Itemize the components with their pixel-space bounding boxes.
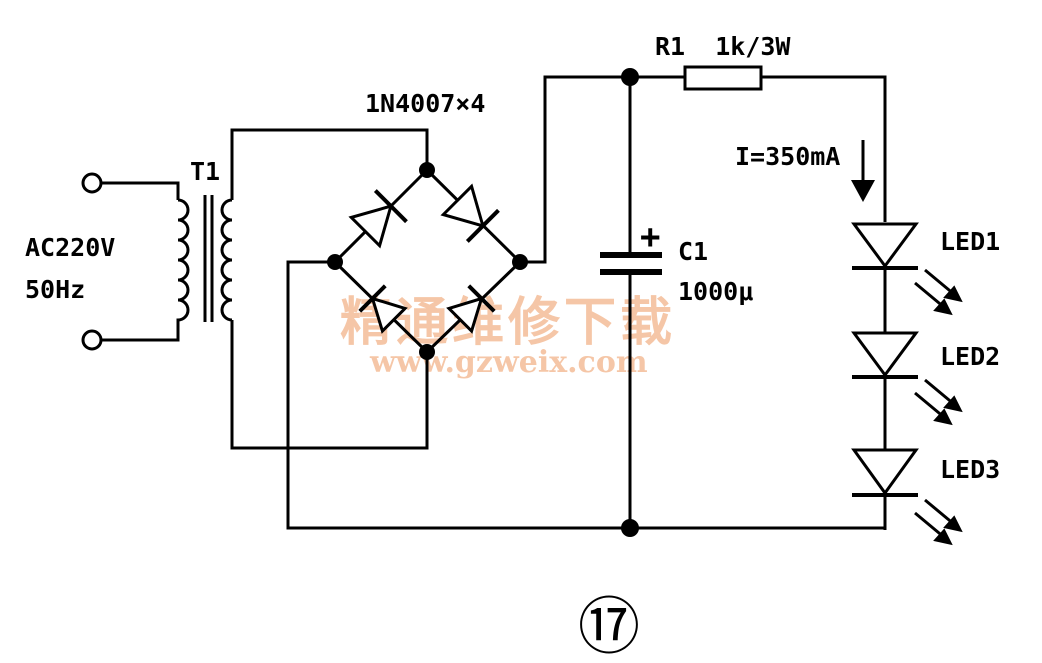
ac-input-terminals <box>81 172 180 351</box>
junction-cap-top <box>621 68 639 86</box>
diode-d1 <box>348 189 408 249</box>
diode-d2 <box>440 183 500 243</box>
figure-number: ⑰ <box>578 590 640 663</box>
secondary-coil <box>220 198 233 322</box>
label-bridge: 1N4007×4 <box>365 89 485 118</box>
diode-d3 <box>358 284 408 334</box>
label-ac-frequency: 50Hz <box>25 275 85 304</box>
wire-secondary-bottom <box>230 320 429 450</box>
diode-d4 <box>446 284 496 334</box>
wire-resistor-to-led <box>761 75 887 222</box>
current-arrow-head <box>851 180 875 202</box>
primary-coil <box>176 198 190 325</box>
led-string <box>851 222 963 546</box>
watermark-url: www.gzweix.com <box>369 345 648 380</box>
junction-bridge-top <box>419 162 435 178</box>
wire-terminal-top <box>101 181 180 200</box>
label-capacitor-value: 1000μ <box>678 277 753 306</box>
wire-secondary-top <box>230 128 429 200</box>
led-3 <box>851 448 963 546</box>
terminal-bottom <box>81 329 103 351</box>
wire-terminal-bottom <box>101 325 180 342</box>
current-arrow <box>851 140 875 202</box>
label-current: I=350mA <box>735 142 840 171</box>
label-led2: LED2 <box>940 342 1000 371</box>
label-ac-voltage: AC220V <box>25 233 115 262</box>
watermark: 精通维修下载 www.gzweix.com <box>340 292 672 380</box>
label-resistor: R1 1k/3W <box>655 32 791 61</box>
resistor-r1 <box>683 65 887 222</box>
label-capacitor-name: C1 <box>678 237 708 266</box>
led-2-emission-icon <box>914 378 963 426</box>
wire-positive-rail <box>520 75 685 264</box>
label-led1: LED1 <box>940 227 1000 256</box>
terminal-top <box>81 172 103 194</box>
resistor-body <box>683 65 763 91</box>
capacitor-c1: + <box>600 68 662 537</box>
led-2 <box>851 331 963 426</box>
led-3-emission-icon <box>914 498 963 546</box>
cap-plus-sign: + <box>640 217 660 257</box>
transformer-t1 <box>176 195 233 325</box>
junction-cap-bottom <box>621 519 639 537</box>
label-led3: LED3 <box>940 455 1000 484</box>
junction-bridge-bottom <box>419 344 435 360</box>
label-transformer: T1 <box>190 157 220 186</box>
led-1-emission-icon <box>914 268 963 316</box>
